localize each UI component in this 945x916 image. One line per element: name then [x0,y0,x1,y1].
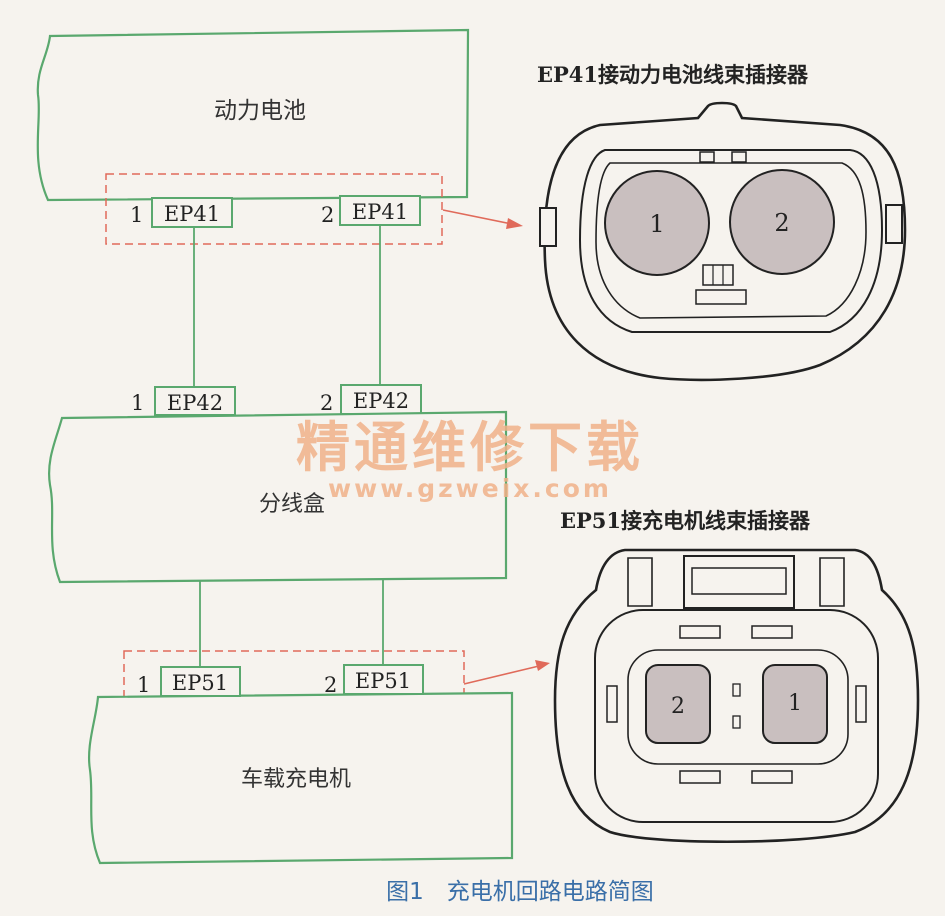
ep41-pin1-label: EP41 [164,202,220,226]
battery-block [36,28,470,202]
ep51-face-pin1 [762,664,828,744]
ep41-detail-title: EP41接动力电池线束插接器 [537,62,809,87]
ep42-pin2-label: EP42 [353,389,409,413]
battery-label: 动力电池 [214,98,306,124]
ep51-connector-face [553,548,920,844]
ep42-pin1-box [154,386,236,416]
ep42-pin1-label: EP42 [167,391,223,415]
ep41-pin2-number: 2 [321,203,334,227]
ep51-pointer-arrow [463,660,550,685]
ep51-face-pin2 [645,664,711,744]
charger-label: 车载充电机 [241,767,351,792]
ep41-pin1-number: 1 [130,203,143,227]
ep41-pin2-label: EP41 [352,200,408,224]
ep41-pin1-box [151,197,233,228]
figure-caption: 图1 充电机回路电路简图 [386,879,654,905]
ep41-face-pin1-label: 1 [649,210,664,238]
ep41-face-pin2 [729,169,835,275]
ep51-face-pin2-label: 2 [671,694,685,719]
ep51-pin2-number: 2 [324,673,337,697]
ep42-pin2-box [340,384,422,415]
charger-block [88,691,514,865]
ep51-pin2-box [343,664,424,695]
ep51-face-pin1-label: 1 [788,691,802,716]
watermark-text: 精通维修下载 [296,416,644,479]
ep41-connector-face [539,101,907,382]
ep51-pin1-number: 1 [137,673,150,697]
ep51-detail-title: EP51接充电机线束插接器 [560,508,811,533]
ep42-pin2-number: 2 [320,391,333,415]
ep41-highlight [105,173,443,245]
watermark-url: www.gzweix.com [328,474,612,503]
junction-box-block [48,410,508,584]
ep41-pin2-box [339,195,421,226]
ep41-face-pin1 [604,170,710,276]
junction-box-label: 分线盒 [259,492,325,517]
ep42-pin1-number: 1 [131,391,144,415]
ep51-pin1-label: EP51 [172,671,228,695]
ep41-face-pin2-label: 2 [774,209,789,237]
ep51-pin2-label: EP51 [355,669,411,693]
ep51-pin1-box [160,666,241,697]
ep41-pointer-arrow [442,209,523,229]
